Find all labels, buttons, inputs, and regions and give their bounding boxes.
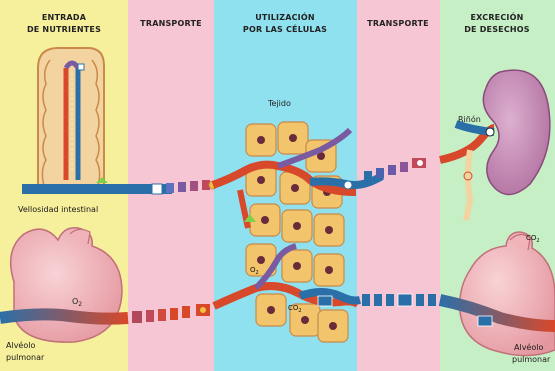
label-alveolus-right-2: pulmonar	[512, 355, 551, 364]
header-utilizacion-line2: POR LAS CÉLULAS	[243, 23, 327, 34]
label-alveolus-right-1: Alvéolo	[514, 342, 543, 352]
co2-carrier-marker	[318, 296, 332, 306]
label-villus: Vellosidad intestinal	[18, 205, 98, 214]
lower-vessel-alveolus-left	[0, 314, 128, 318]
header-utilizacion-line1: UTILIZACIÓN	[255, 11, 315, 22]
label-kidney: Riñón	[458, 114, 481, 124]
villus-base-vein	[22, 184, 172, 194]
nutrient-square-marker	[78, 64, 84, 70]
header-excrecion-line1: EXCRECIÓN	[471, 11, 524, 22]
header-entrada-line2: DE NUTRIENTES	[27, 25, 101, 34]
label-alveolus-left-2: pulmonar	[6, 353, 45, 362]
header-entrada-line1: ENTRADA	[42, 13, 87, 22]
header-excrecion-line2: DE DESECHOS	[464, 25, 530, 34]
intestinal-villus	[38, 48, 104, 190]
waste-plus-marker	[344, 181, 352, 189]
label-alveolus-left-1: Alvéolo	[6, 340, 35, 350]
header-transporte-right: TRANSPORTE	[367, 19, 429, 28]
label-tissue: Tejido	[267, 99, 291, 108]
co2-exit-marker	[478, 316, 492, 326]
header-transporte-left: TRANSPORTE	[140, 19, 202, 28]
